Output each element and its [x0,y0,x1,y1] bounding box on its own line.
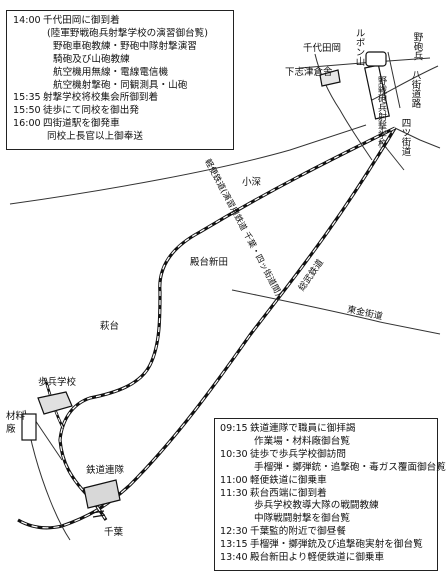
railway-regiment-plot [83,479,121,509]
label-shimoshizu-barracks: 下志津倉舎 [285,67,333,78]
schedule-row: 中隊戦闘射撃を御台覧 [220,513,432,526]
schedule-event: 手榴弾・擲弾銃及び追撃砲実射を御台覧 [250,539,423,551]
schedule-time: 13:40 [220,552,248,564]
schedule-row: 歩兵学校教導大隊の戦闘教練 [220,500,432,513]
schedule-event: 野砲車砲教練・野砲中隊射撃演習 [53,40,197,52]
schedule-event: 徒歩で歩兵学校御訪問 [250,448,346,460]
label-railway-regiment: 鉄道連隊 [86,465,125,476]
schedule-time: 09:15 [220,423,248,434]
schedule-event: 軽便鉄道に御乗車 [250,474,327,486]
label-chiba: 千葉 [104,527,124,538]
schedule-time: 14:00 [13,15,41,26]
label-infantry-school: 歩兵学校 [38,377,77,388]
label-hagidai: 萩台 [100,321,120,332]
schedule-event: 四街道駅を御発車 [43,118,120,130]
schedule-row: 野砲車砲教練・野砲中隊射撃演習 [13,41,227,54]
schedule-time [220,500,250,513]
schedule-event: 航空機射撃砲・同観測具・山砲 [53,79,188,91]
schedule-event: 射撃学校将校集会所御到着 [43,92,159,104]
schedule-time [220,436,250,449]
schedule-time: 15:50 [13,105,41,117]
schedule-time: 11:30 [220,487,248,499]
schedule-time: 12:30 [220,526,248,538]
schedule-event: 徒歩にて同校を御出発 [43,105,139,117]
schedule-time: 11:00 [220,474,248,486]
schedule-time [13,131,43,144]
schedule-event: 鉄道連隊で職員に御拝謁 [250,423,356,434]
label-material-depot: 材料廠 [6,411,26,435]
chiba-station-mark [91,510,106,518]
schedule-time: 10:30 [220,448,248,460]
label-kaidaishinden: 殿台新田 [190,257,229,268]
schedule-event: 作業場・材料廠御台覧 [254,435,350,447]
label-rubonyama: ルボン山 [353,28,365,66]
schedule-time: 16:00 [13,118,41,130]
schedule-time [13,54,43,67]
schedule-event: 千代田岡に御到着 [43,15,120,26]
schedule-event: 騎砲及び山砲教練 [53,53,130,65]
schedule-row: 同校上長官以上御奉送 [13,131,227,144]
schedule-row: 航空機用無線・電線電信機 [13,67,227,80]
schedule-time [13,41,43,54]
schedule-time: 13:15 [220,539,248,551]
schedule-event: (陸軍野戦砲兵射撃学校の演習御台覧) [47,27,208,39]
label-field-artillery: 野砲兵 [411,32,423,61]
infantry-school-plot [37,391,73,415]
schedule-event: 同校上長官以上御奉送 [47,131,143,143]
schedule-event: 歩兵学校教導大隊の戦闘教練 [254,500,379,512]
schedule-event: 手榴弾・擲弾銃・追撃砲・毒ガス覆面御台覧 [254,461,446,473]
schedule-event: 中隊戦闘射撃を御台覧 [254,513,350,525]
schedule-time [13,28,43,41]
schedule-row: (陸軍野戦砲兵射撃学校の演習御台覧) [13,28,227,41]
schedule-row: 騎砲及び山砲教練 [13,54,227,67]
schedule-event: 殿台新田より軽便鉄道に御乗車 [250,552,385,564]
schedule-event: 萩台西端に御到着 [250,487,327,499]
label-kozumi: 小深 [242,177,262,188]
station-circle-mark [365,51,387,67]
schedule-time [220,462,250,475]
label-yachimata-road: 八街道路 [409,70,421,108]
label-artillery-school: 野戦砲兵射撃学校 [376,76,386,148]
schedule-row: 手榴弾・擲弾銃・追撃砲・毒ガス覆面御台覧 [220,462,446,475]
schedule-event: 航空機用無線・電線電信機 [53,66,169,78]
schedule-row: 航空機射撃砲・同観測具・山砲 [13,80,227,93]
schedule-row: 作業場・材料廠御台覧 [220,436,432,449]
material-depot-plot [21,413,37,441]
schedule-time [13,67,43,80]
label-yotsukaido: 四ツ街道 [399,118,411,156]
barracks-block [319,69,341,87]
schedule-event: 千葉監的附近で御昼餐 [250,526,346,538]
label-chiyodaoka: 千代田岡 [303,43,342,54]
schedule-time: 15:35 [13,92,41,104]
buildings [21,51,390,509]
schedule-time [13,80,43,93]
schedule-time [220,513,250,526]
